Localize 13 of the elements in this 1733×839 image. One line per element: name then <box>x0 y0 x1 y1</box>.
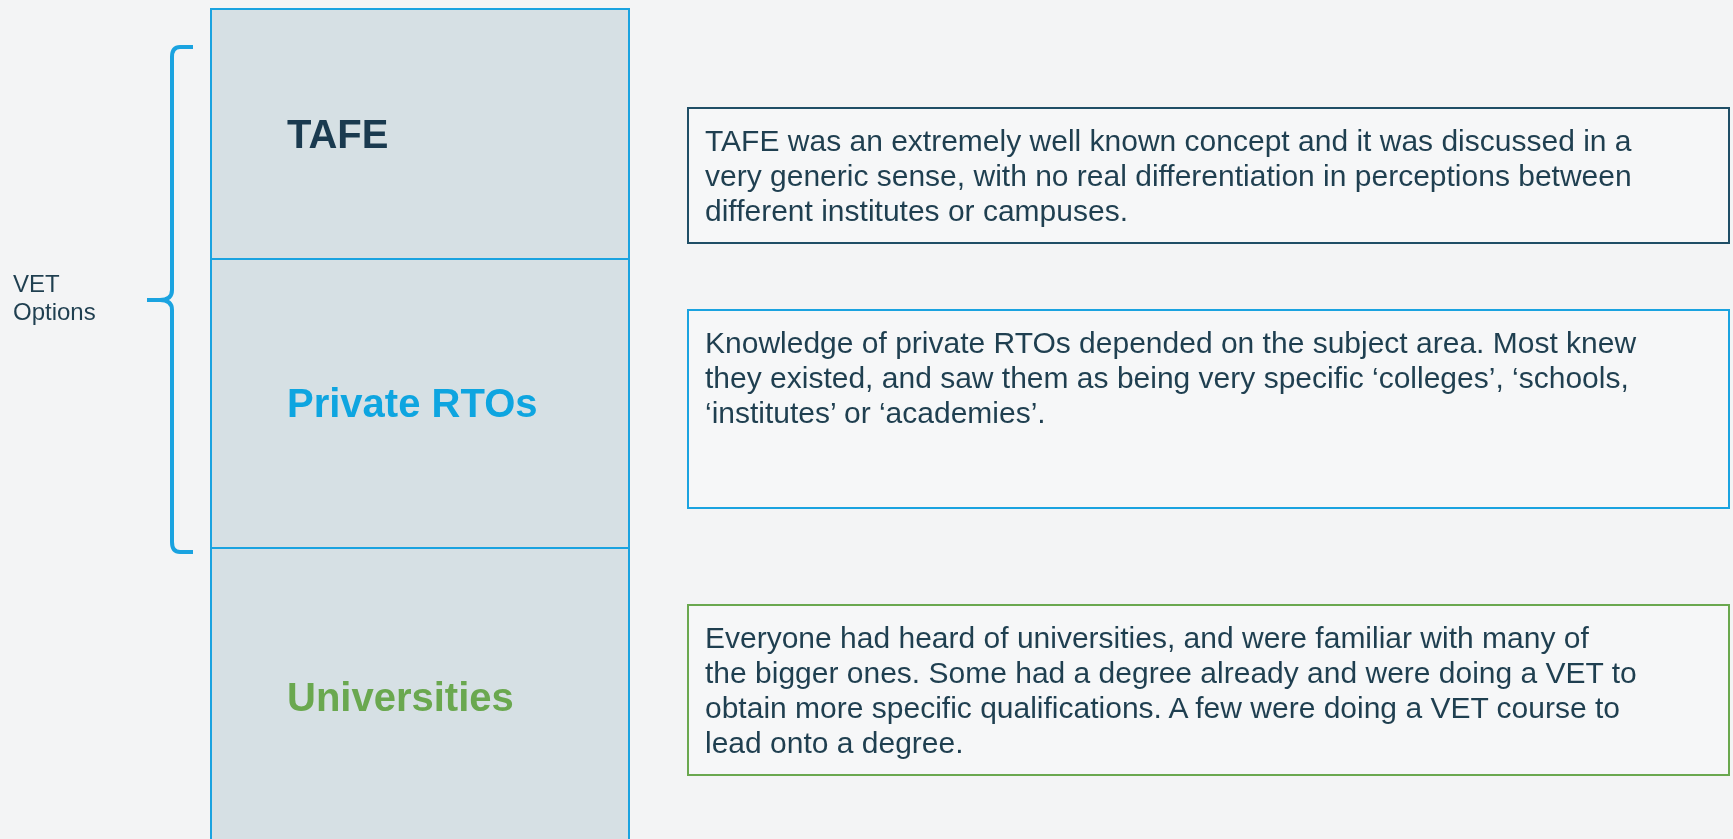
category-heading: TAFE <box>287 111 389 157</box>
category-heading: Universities <box>287 674 514 720</box>
description-text: TAFE was an extremely well known concept and it was discussed in a very generic sense, with no real differentiation in perceptions between different institutes or campuses. <box>705 124 1632 227</box>
description-box <box>687 309 1730 509</box>
category-heading: Private RTOs <box>287 381 538 426</box>
category-band <box>210 547 630 839</box>
bracket-label: VET Options <box>13 270 97 326</box>
category-band <box>210 8 630 260</box>
description-text: Everyone had heard of universities, and were familiar with many of the bigger ones. Some had a degree already and were doing a VET to obtain more specific qualifications. A few were doing a VET course to lead onto a degree. <box>705 621 1637 759</box>
category-band <box>210 258 630 549</box>
description-text: Knowledge of private RTOs depended on the subject area. Most knew they existed, and saw them as being very specific ‘colleges’, ‘schools, ‘institutes’ or ‘academies’. <box>705 326 1637 429</box>
description-box <box>687 107 1730 244</box>
description-box <box>687 604 1730 776</box>
